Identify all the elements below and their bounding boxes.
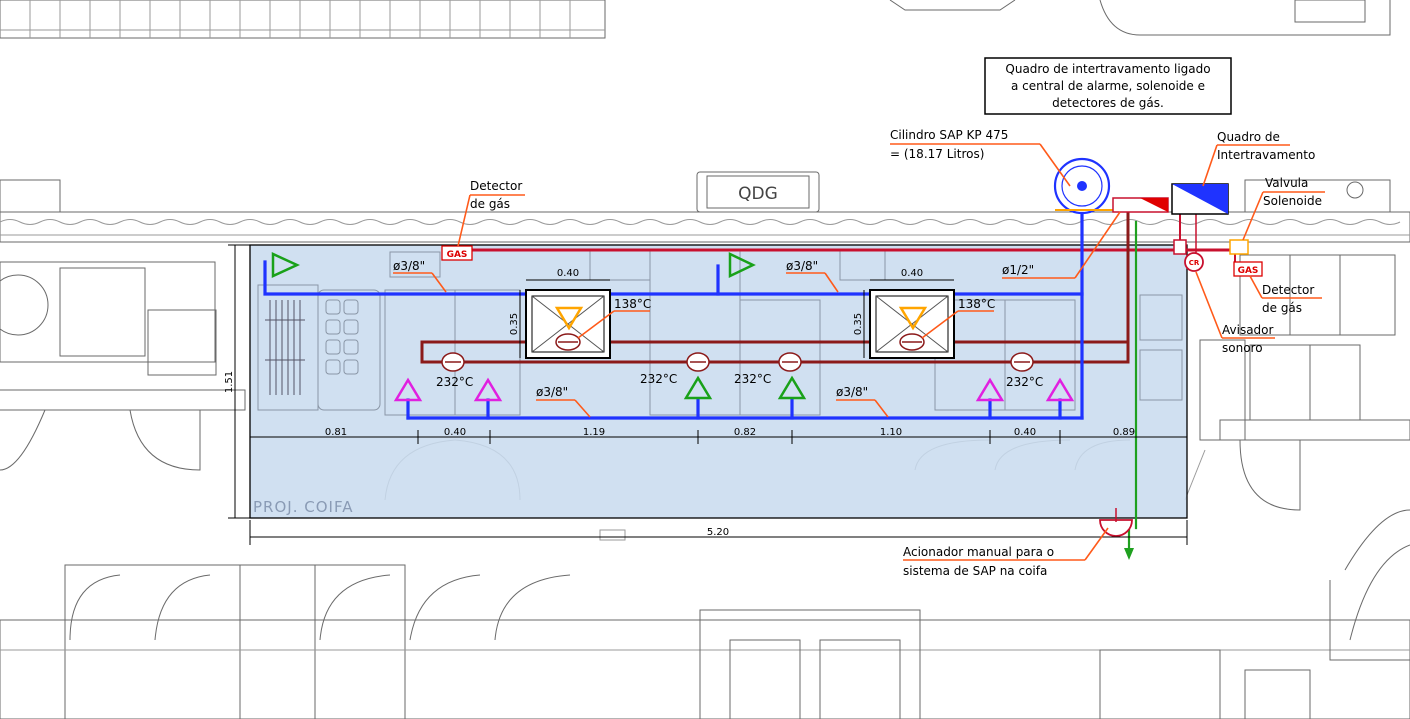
dim-total: 5.20 — [707, 527, 729, 538]
svg-text:Quadro de intertravamento liga: Quadro de intertravamento ligado — [1005, 62, 1210, 76]
hood-projection-label: PROJ. COIFA — [253, 498, 353, 516]
callout-interlock-panel: Quadro de Intertravamento — [1202, 130, 1315, 187]
callout-solenoid: Valvula Solenoide — [1242, 176, 1325, 241]
callout-interlock-note: Quadro de intertravamento ligado a centr… — [984, 57, 1232, 115]
dim-box-height-2: 0.35 — [853, 313, 864, 335]
interlock-panel-icon — [1171, 183, 1229, 215]
sound-alarm-icon: CR — [1184, 252, 1204, 272]
solenoid-valve-icon — [1173, 239, 1249, 255]
pipe-diameter-label: ø3/8" — [393, 259, 425, 273]
piping — [263, 184, 1237, 560]
manual-actuator-icon — [1099, 508, 1133, 537]
qdg-panel-label: QDG — [738, 184, 778, 204]
heat-detector-temp: 232°C — [734, 372, 771, 386]
callout-gas-detector-left: Detector de gás — [457, 179, 525, 247]
svg-text:CR: CR — [1189, 259, 1200, 267]
svg-text:sistema de SAP na coifa: sistema de SAP na coifa — [903, 564, 1047, 578]
callout-manual-actuator: Acionador manual para o sistema de SAP n… — [903, 527, 1109, 578]
dim-box-width-1: 0.40 — [557, 268, 579, 279]
svg-text:Intertravamento: Intertravamento — [1217, 148, 1315, 162]
callout-cylinder: Cilindro SAP KP 475 = (18.17 Litros) — [890, 128, 1071, 187]
green-nozzle-icon — [271, 252, 807, 400]
fusible-link-temp: 138°C — [958, 297, 995, 311]
svg-text:sonoro: sonoro — [1222, 341, 1263, 355]
dim-seg-2: 0.40 — [444, 427, 466, 438]
pipe-diameter-label: ø3/8" — [786, 259, 818, 273]
fusible-link-temp: 138°C — [614, 297, 651, 311]
callout-sound-alarm: Avisador sonoro — [1195, 271, 1275, 355]
svg-text:de gás: de gás — [1262, 301, 1302, 315]
svg-text:= (18.17 Litros): = (18.17 Litros) — [890, 147, 984, 161]
svg-text:de gás: de gás — [470, 197, 510, 211]
magenta-nozzle-icon — [393, 377, 1075, 402]
sap-cylinder-icon — [1053, 157, 1115, 215]
heat-detector-temp: 232°C — [436, 375, 473, 389]
release-valve-icon — [1112, 197, 1169, 213]
svg-text:Avisador: Avisador — [1222, 323, 1274, 337]
pipe-diameter-label: ø3/8" — [836, 385, 868, 399]
svg-text:Cilindro SAP KP 475: Cilindro SAP KP 475 — [890, 128, 1008, 142]
gas-detector-icon: GAS GAS — [441, 245, 1263, 277]
dim-seg-3: 1.19 — [583, 427, 605, 438]
svg-text:Detector: Detector — [1262, 283, 1314, 297]
svg-text:Solenoide: Solenoide — [1263, 194, 1322, 208]
callout-gas-detector-right: Detector de gás — [1249, 275, 1322, 315]
svg-text:Quadro de: Quadro de — [1217, 130, 1280, 144]
pipe-diameter-label: ø3/8" — [536, 385, 568, 399]
dim-seg-1: 0.81 — [325, 427, 347, 438]
svg-text:detectores de gás.: detectores de gás. — [1052, 96, 1164, 110]
svg-text:Valvula: Valvula — [1265, 176, 1308, 190]
orange-nozzle-icon — [554, 306, 928, 331]
dim-seg-4: 0.82 — [734, 427, 756, 438]
svg-text:a central de alarme, solenoide: a central de alarme, solenoide e — [1011, 79, 1205, 93]
svg-text:GAS: GAS — [1238, 266, 1259, 276]
dim-box-height-1: 0.35 — [509, 313, 520, 335]
dim-seg-7: 0.89 — [1113, 427, 1135, 438]
pipe-diameter-label: ø1/2" — [1002, 263, 1034, 277]
dim-seg-5: 1.10 — [880, 427, 902, 438]
heat-detector-temp: 232°C — [1006, 375, 1043, 389]
dimension-texts: 0.81 0.40 1.19 0.82 1.10 0.40 0.89 5.20 … — [224, 268, 1135, 538]
dim-seg-6: 0.40 — [1014, 427, 1036, 438]
blue-pipe-upper — [263, 260, 1084, 296]
svg-text:Detector: Detector — [470, 179, 522, 193]
heat-detector-icon — [441, 333, 1034, 372]
dimension-lines — [228, 244, 1188, 545]
pipe-labels: ø3/8" ø3/8" ø1/2" ø3/8" ø3/8" — [393, 211, 1121, 418]
dim-height: 1.51 — [224, 371, 235, 393]
svg-text:GAS: GAS — [447, 250, 468, 260]
dim-box-width-2: 0.40 — [901, 268, 923, 279]
svg-text:Acionador manual para o: Acionador manual para o — [903, 545, 1054, 559]
heat-detector-temp: 232°C — [640, 372, 677, 386]
detector-labels: 232°C 232°C 232°C 232°C 138°C 138°C — [436, 297, 1043, 389]
